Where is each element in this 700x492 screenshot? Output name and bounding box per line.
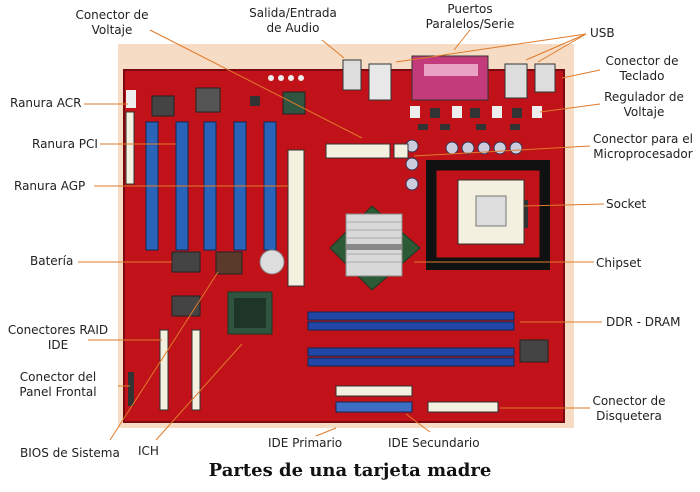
label-pci: Ranura PCI xyxy=(32,137,98,151)
leader-lines xyxy=(78,29,605,441)
label-acr: Ranura ACR xyxy=(10,96,82,110)
agp-slot xyxy=(287,149,305,287)
ddr-slots xyxy=(307,311,515,367)
acr-slot-body xyxy=(125,111,135,185)
front-panel-connector xyxy=(128,372,134,406)
chip-icon xyxy=(519,339,549,363)
chip-icon xyxy=(195,87,221,113)
parallel-serial-port-icon xyxy=(411,55,489,101)
label-ddr: DDR - DRAM xyxy=(606,315,681,329)
parallel-port-icon xyxy=(424,64,478,76)
usb-port-icon xyxy=(504,63,528,99)
capacitors xyxy=(405,139,523,191)
socket-icon xyxy=(426,160,550,270)
chip-icon xyxy=(171,251,201,273)
raid-ide-connector xyxy=(159,329,169,411)
label-ich: ICH xyxy=(138,444,159,458)
label-bios: BIOS de Sistema xyxy=(20,446,120,460)
floppy-connector xyxy=(427,401,499,413)
voltage-regulators xyxy=(410,106,542,130)
label-usb: USB xyxy=(590,26,615,40)
chip-icon xyxy=(151,95,175,117)
power-connector xyxy=(325,143,391,159)
audio-port-icon xyxy=(368,63,392,101)
label-chipset: Chipset xyxy=(596,256,642,270)
ide-primary-connector xyxy=(335,385,413,397)
ide-secondary-connector xyxy=(335,401,413,413)
heatsink-icon xyxy=(329,205,421,291)
audio-jack-port-icon xyxy=(342,59,362,91)
battery-icon xyxy=(259,249,285,275)
bios-chip-icon xyxy=(215,251,243,275)
label-socket: Socket xyxy=(606,197,647,211)
label-bateria: Batería xyxy=(30,254,74,268)
acr-slot xyxy=(126,90,136,108)
label-agp: Ranura AGP xyxy=(14,179,86,193)
label-ide-secundario: IDE Secundario xyxy=(388,436,480,450)
raid-ide-connector xyxy=(191,329,201,411)
keyboard-port-icon xyxy=(534,63,556,93)
rear-io xyxy=(268,55,556,101)
label-ide-primario: IDE Primario xyxy=(268,436,343,450)
page-title: Partes de una tarjeta madre xyxy=(208,460,492,481)
